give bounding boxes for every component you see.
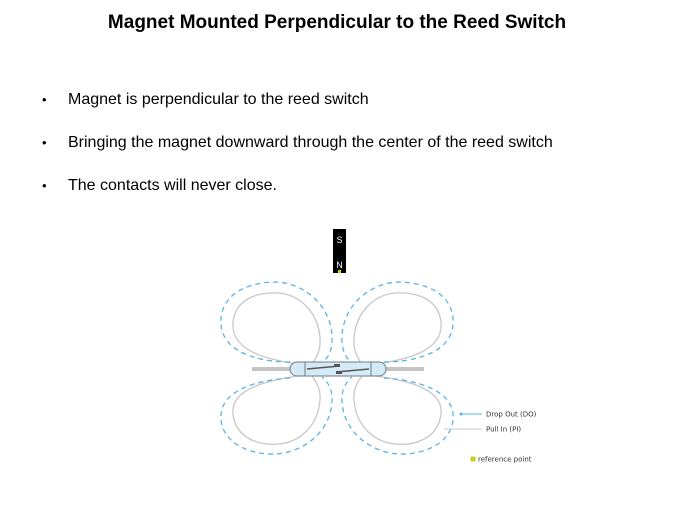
- magnet-reference-point: [338, 270, 341, 273]
- legend-drop-out-marker: [459, 412, 463, 416]
- bar-magnet: S N: [333, 229, 346, 273]
- bullet-dot: •: [42, 178, 47, 193]
- reed-switch: [252, 361, 424, 377]
- pull-in-lobe-upper-left: [232, 292, 321, 365]
- bullet-text: Magnet is perpendicular to the reed swit…: [68, 91, 369, 108]
- diagram-legend: Drop Out (DO) Pull In (PI) reference poi…: [444, 411, 537, 464]
- drop-out-field-lines: [220, 281, 454, 455]
- bullet-dot: •: [42, 135, 47, 150]
- bullet-dot: •: [42, 92, 47, 107]
- bullet-text: Bringing the magnet downward through the…: [68, 134, 553, 151]
- legend-pull-in-label: Pull In (PI): [486, 426, 521, 434]
- reed-contact-left: [334, 364, 340, 367]
- drop-out-lobe-lower-left: [220, 376, 333, 455]
- magnet-south-label: S: [336, 235, 342, 245]
- legend-reference-label: reference point: [478, 456, 532, 464]
- drop-out-lobe-upper-right: [341, 281, 454, 364]
- drop-out-lobe-lower-right: [341, 376, 454, 455]
- legend-reference-marker: [470, 456, 476, 462]
- legend-drop-out-label: Drop Out (DO): [486, 411, 537, 419]
- bullet-text: The contacts will never close.: [68, 177, 277, 194]
- reed-switch-glass: [289, 361, 387, 377]
- pull-in-lobe-lower-right: [353, 375, 442, 446]
- magnet-body: [333, 229, 346, 273]
- reed-contact-right: [336, 371, 342, 374]
- slide-title: Magnet Mounted Perpendicular to the Reed…: [107, 12, 567, 33]
- magnet-north-label: N: [336, 260, 343, 270]
- pull-in-lobe-lower-left: [232, 375, 321, 446]
- pull-in-lobe-upper-right: [353, 292, 442, 365]
- pull-in-field-lines: [232, 292, 442, 446]
- drop-out-lobe-upper-left: [220, 281, 333, 364]
